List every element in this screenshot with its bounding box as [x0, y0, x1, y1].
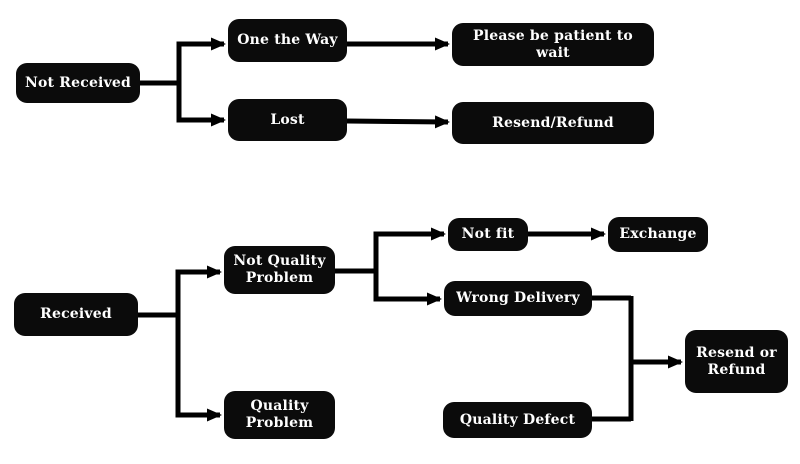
node-wrong-delivery: Wrong Delivery [444, 281, 592, 316]
connector-received-to-quality-problem [175, 313, 222, 422]
connector-not-quality-problem-to-not-fit [335, 227, 446, 274]
node-please-wait: Please be patient to wait [452, 23, 654, 66]
node-quality-problem: Quality Problem [224, 391, 335, 439]
node-one-the-way: One the Way [228, 19, 347, 62]
connector-not-received-to-lost [176, 81, 226, 127]
node-not-received: Not Received [16, 63, 140, 103]
connector-lost-to-resend-refund [346, 115, 450, 129]
node-lost: Lost [228, 99, 347, 141]
connector-not-quality-problem-to-wrong-delivery [373, 269, 442, 306]
connector-not-received-to-one-the-way [140, 37, 226, 86]
connector-received-to-not-quality-problem [138, 265, 222, 318]
node-not-fit: Not fit [448, 218, 528, 251]
node-quality-defect: Quality Defect [443, 402, 592, 438]
node-resend-or-refund: Resend or Refund [685, 330, 788, 393]
node-resend-refund: Resend/Refund [452, 102, 654, 144]
node-not-quality-problem: Not Quality Problem [224, 246, 335, 294]
node-received: Received [14, 293, 138, 336]
node-exchange: Exchange [608, 217, 708, 252]
